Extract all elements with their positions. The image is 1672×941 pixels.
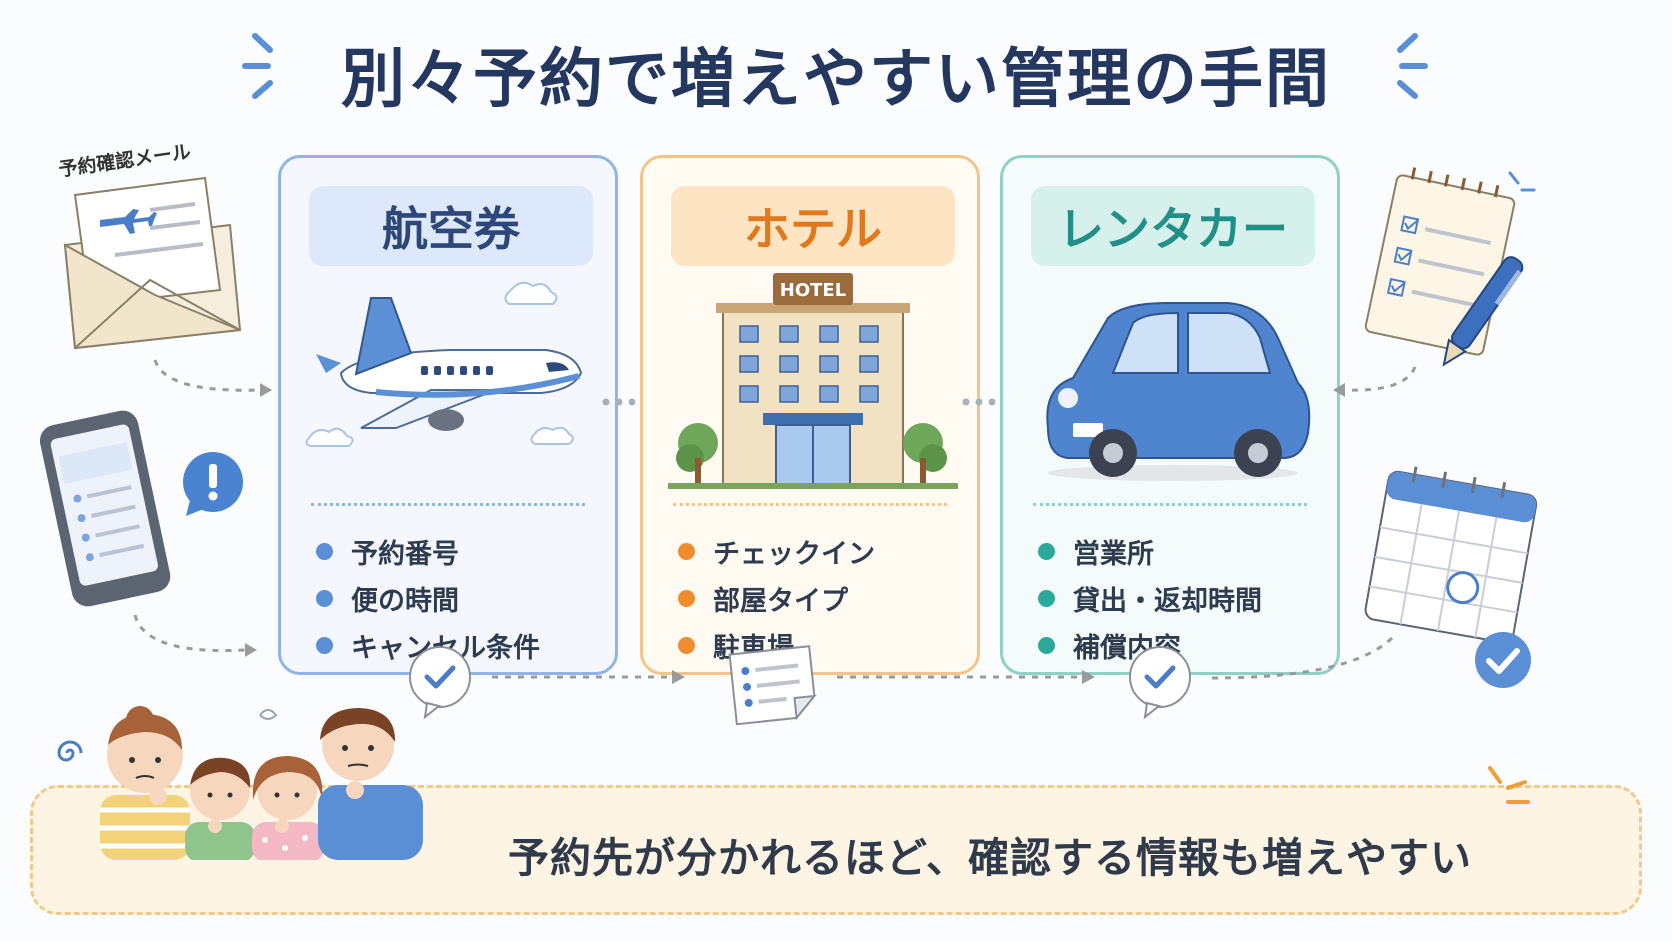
hotel-sign: HOTEL [780,280,846,301]
card-rental-car-heading: レンタカー [1031,186,1315,266]
banner-text: 予約先が分かれるほど、確認する情報も増えやすい [508,834,1472,882]
car-icon [1046,302,1311,481]
check-bubble-icon [1129,646,1191,720]
card-rental-car: レンタカー 営業所 貸出・返却時間 補償内容 [1000,155,1340,675]
list-item: 部屋タイプ [678,575,875,622]
list-item: 便の時間 [316,575,540,622]
check-badge-icon [1475,632,1531,688]
sparkle-left-icon [242,33,273,99]
bullet-icon [678,637,695,654]
calendar-icon [1364,466,1538,644]
card-flight-divider [311,503,585,506]
envelope-icon [63,176,242,350]
sparkle-banner-icon [1488,766,1530,804]
arrow-phone-to-card [133,614,257,657]
card-hotel: ホテル HOTEL チェックイン 部屋タイプ 駐車場 [640,155,980,675]
card-rental-car-divider [1033,503,1307,506]
list-item: 営業所 [1038,528,1262,575]
family-illustration [100,706,423,860]
list-item: 貸出・返却時間 [1038,575,1262,622]
alert-bubble-icon [183,452,243,516]
smartphone-icon [40,410,171,607]
bullet-icon [1038,637,1055,654]
arrow-memo-to-card [1333,366,1417,397]
flow-arrow [837,670,1095,684]
bullet-icon [316,590,333,607]
arrow-email-to-card [153,359,272,397]
card-hotel-divider [673,503,947,506]
connector-dots [962,398,996,406]
list-item: チェックイン [678,528,875,575]
bullet-icon [316,543,333,560]
sparkle-memo-icon [1508,171,1536,192]
bullet-icon [1038,590,1055,607]
confused-swirl-icon [57,740,83,762]
flow-arrow [1211,636,1394,680]
bullet-icon [1038,543,1055,560]
card-flight-heading: 航空券 [309,186,593,266]
bullet-icon [316,637,333,654]
card-flight: 航空券 予約番号 便の時間 キャンセル条件 [278,155,618,675]
pen-icon [1442,256,1524,367]
bottom-banner: 予約先が分かれるほど、確認する情報も増えやすい [30,785,1642,915]
connector-dots [602,398,636,406]
check-bubble-icon [409,646,471,720]
page-title: 別々予約で増えやすい管理の手間 [341,43,1331,117]
hotel-building-icon: HOTEL [668,273,958,489]
checklist-note-icon [728,645,817,726]
list-item: 予約番号 [316,528,540,575]
sparkle-right-icon [1397,33,1428,99]
bullet-icon [678,543,695,560]
card-hotel-heading: ホテル [671,186,955,266]
flow-arrow [492,670,685,684]
bullet-icon [678,590,695,607]
airplane-icon [305,281,583,447]
